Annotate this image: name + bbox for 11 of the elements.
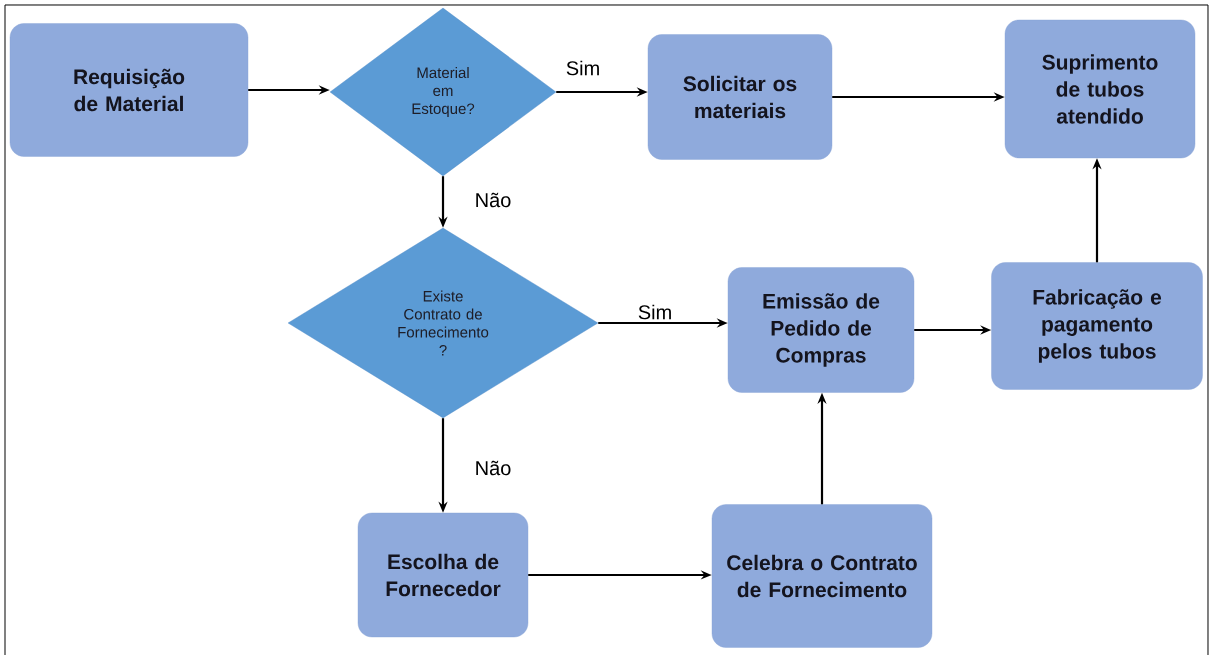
process-box: Suprimento de tubos atendido	[1004, 19, 1196, 159]
process-box: Escolha de Fornecedor	[357, 512, 529, 638]
edge-label: Sim	[564, 59, 602, 77]
edge-label: Não	[473, 191, 513, 209]
process-box: Emissão de Pedido de Compras	[727, 267, 915, 393]
process-box: Fabricação e pagamento pelos tubos	[991, 262, 1203, 390]
edge-label: Sim	[636, 303, 674, 321]
edge-label: Não	[473, 459, 513, 477]
process-box: Solicitar os materiais	[647, 34, 833, 160]
process-box: Requisição de Material	[9, 23, 249, 157]
process-box: Celebra o Contrato de Fornecimento	[711, 504, 933, 648]
